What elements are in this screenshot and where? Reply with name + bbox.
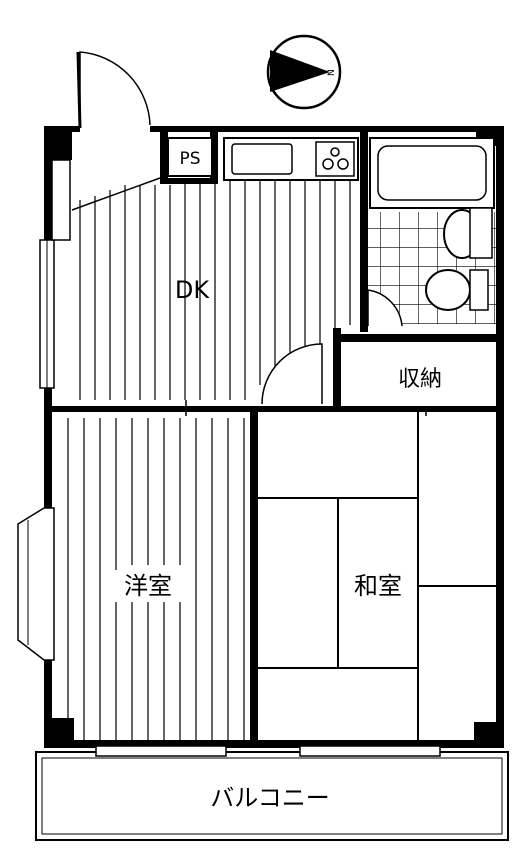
ps-box [167,137,213,177]
balcony-window-west [95,745,227,757]
western-room-flooring [67,418,245,745]
north-arrow-icon [270,50,330,92]
left-windows [17,159,71,661]
bay-window [17,507,55,661]
storage-label: 収納 [398,367,442,392]
compass-circle [266,34,342,110]
tatami-mats [258,412,496,740]
dk-door [261,343,323,405]
western-room-label: 洋室 [124,572,172,600]
dk-flooring [79,180,363,400]
stove-icon [315,141,355,177]
dk-label: DK [175,276,210,304]
japanese-room-label: 和室 [354,572,402,600]
bathroom-door [367,289,403,327]
north-mark: N [327,69,337,76]
outer-walls [44,126,504,748]
balcony [35,751,509,841]
bathroom-fixtures [369,137,495,311]
ps-label: PS [179,149,200,169]
storage-area [341,342,496,406]
toilet-icon [425,269,471,311]
balcony-window-japanese [299,745,441,757]
kitchen-counter [223,137,359,181]
entry-step [71,177,161,211]
balcony-label: バルコニー [210,784,330,812]
compass: N [266,34,342,110]
entrance-door [76,51,151,129]
interior-walls [48,132,503,746]
sink-icon [231,143,293,175]
